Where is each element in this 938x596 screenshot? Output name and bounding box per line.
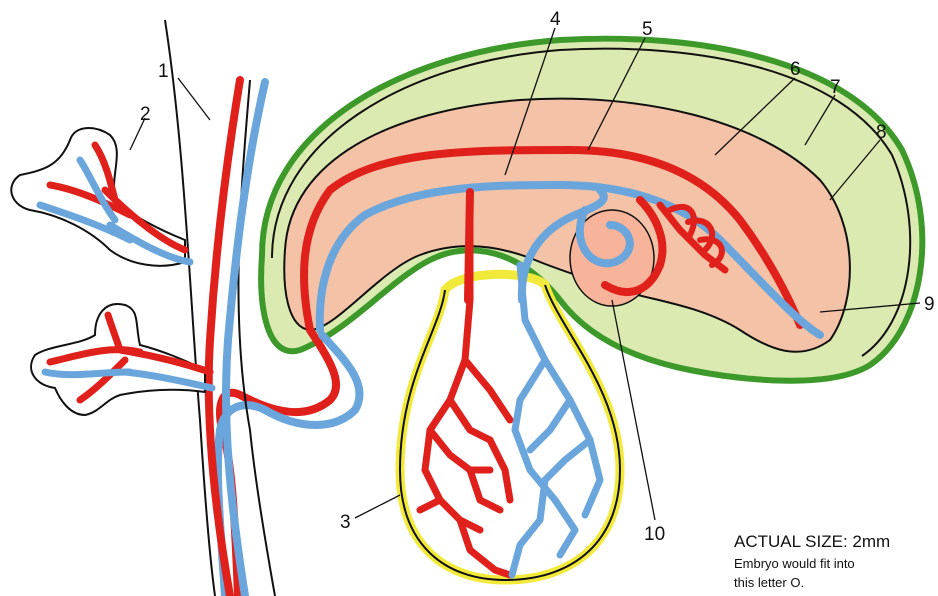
stalk-vessels (209, 80, 265, 596)
label-2: 2 (140, 104, 151, 125)
label-9: 9 (924, 294, 935, 315)
leader-1 (178, 78, 210, 120)
caption-title: ACTUAL SIZE: 2mm (734, 532, 890, 552)
label-4: 4 (550, 9, 561, 30)
label-10: 10 (644, 524, 665, 545)
caption-line-2: this letter O. (734, 575, 804, 590)
label-1: 1 (158, 61, 169, 82)
label-6: 6 (790, 59, 801, 80)
label-7: 7 (830, 77, 841, 98)
label-3: 3 (340, 512, 351, 533)
leader-3 (355, 495, 400, 518)
label-8: 8 (876, 122, 887, 143)
label-5: 5 (642, 19, 653, 40)
caption-line-1: Embryo would fit into (734, 556, 855, 571)
